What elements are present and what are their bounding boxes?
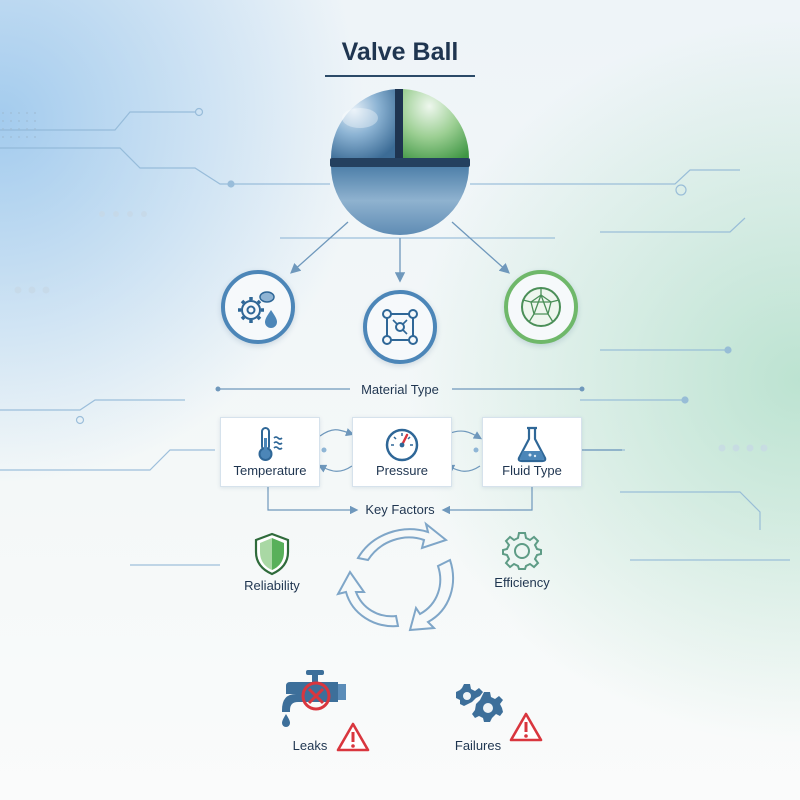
benefit-label-reliability: Reliability: [244, 578, 300, 593]
risk-label-failures: Failures: [454, 738, 502, 753]
factor-card-pressure: Pressure: [352, 417, 452, 487]
failures-warning-icon: [509, 712, 543, 742]
flask-icon: [517, 426, 547, 463]
factor-label-fluid-type: Fluid Type: [502, 463, 562, 478]
risk-label-leaks: Leaks: [292, 738, 328, 753]
material-type-label: Material Type: [361, 382, 439, 397]
leaks-warning-icon: [336, 722, 370, 752]
factor-label-temperature: Temperature: [233, 463, 307, 478]
page-title: Valve Ball: [341, 38, 459, 66]
material-icon-center: [363, 290, 437, 364]
gear-icon: [502, 532, 542, 570]
benefit-label-efficiency: Efficiency: [494, 575, 550, 590]
gear-droplet-icon: [238, 291, 277, 328]
crystal-sphere-icon: [521, 287, 561, 327]
material-icon-right: [504, 270, 578, 344]
factor-card-fluid-type: Fluid Type: [482, 417, 582, 487]
broken-gears-icon: [456, 684, 503, 722]
thermometer-icon: [258, 427, 283, 461]
title-underline: [325, 75, 475, 77]
network-nodes-icon: [382, 309, 418, 345]
factor-card-temperature: Temperature: [220, 417, 320, 487]
pressure-gauge-icon: [385, 428, 419, 462]
factor-label-pressure: Pressure: [375, 463, 429, 478]
key-factors-label: Key Factors: [365, 502, 435, 517]
material-icon-left: [221, 270, 295, 344]
shield-icon: [254, 532, 290, 576]
faucet-icon: [282, 670, 346, 727]
